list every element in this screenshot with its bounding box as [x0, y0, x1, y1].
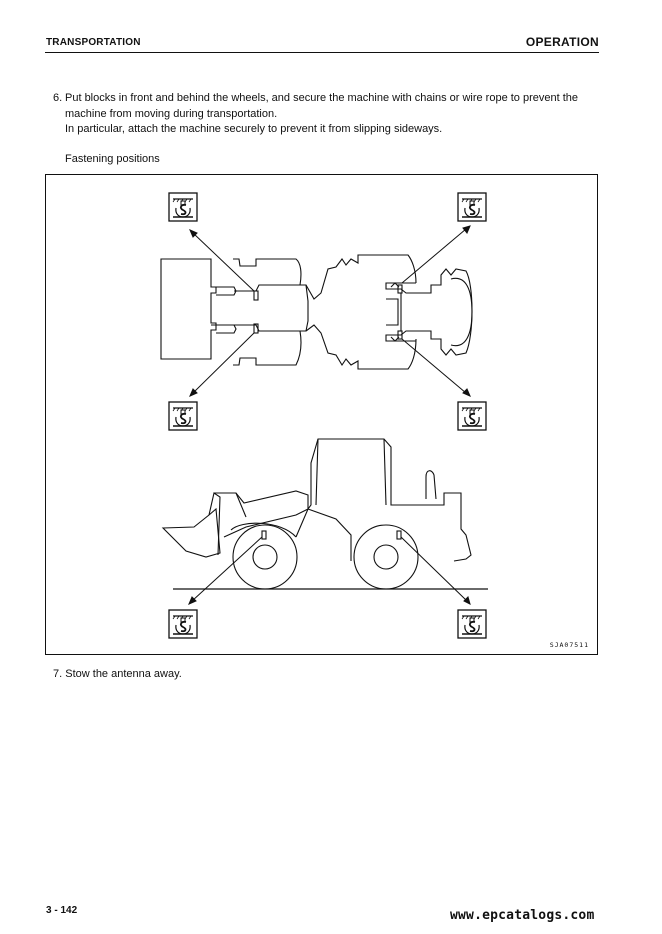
fastening-positions-figure: SJA07511: [45, 174, 598, 655]
figure-code: SJA07511: [549, 641, 589, 649]
step-text: Put blocks in front and behind the wheel…: [65, 91, 601, 138]
section-title: TRANSPORTATION: [46, 37, 141, 48]
top-view: [160, 254, 473, 370]
tie-down-point-icon: [457, 192, 487, 222]
wheel-loader-illustration: [160, 192, 488, 639]
header-divider: [45, 52, 599, 53]
step-text-line: Put blocks in front and behind the wheel…: [65, 92, 579, 104]
step-number: 6.: [53, 92, 63, 104]
step-text-line: In particular, attach the machine secure…: [65, 123, 443, 135]
watermark-link[interactable]: www.epcatalogs.com: [450, 908, 595, 923]
tie-down-point-icon: [457, 609, 487, 639]
page-number: 3 - 142: [46, 905, 78, 916]
side-view: [161, 438, 488, 590]
step-text: Stow the antenna away.: [65, 668, 182, 680]
step-text-line: machine from moving during transportatio…: [65, 107, 278, 120]
step-6: 6. Put blocks in front and behind the wh…: [53, 91, 601, 138]
tie-down-point-icon: [168, 192, 198, 222]
fastening-arrows: [188, 225, 471, 605]
step-7: 7. Stow the antenna away.: [53, 668, 182, 680]
chapter-title: OPERATION: [525, 35, 599, 49]
tie-down-point-icon: [457, 401, 487, 431]
figure-caption: Fastening positions: [65, 153, 160, 165]
tie-down-point-icon: [168, 609, 198, 639]
step-number: 7.: [53, 668, 63, 680]
tie-down-point-icon: [168, 401, 198, 431]
